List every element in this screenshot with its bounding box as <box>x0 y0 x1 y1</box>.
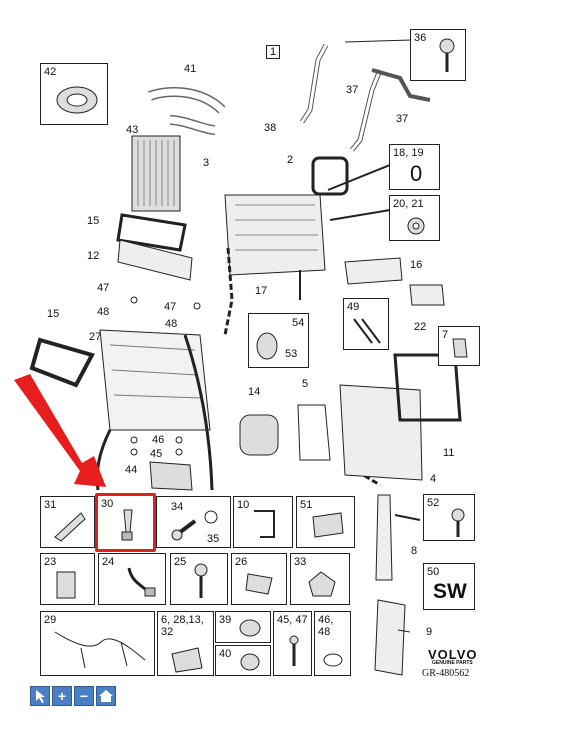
callout-44: 44 <box>125 464 138 476</box>
zoom-in-button[interactable]: + <box>52 686 72 706</box>
part-box-52[interactable]: 52 <box>423 494 475 541</box>
bolt-icon <box>451 508 465 537</box>
part-box-7[interactable]: 7 <box>438 326 480 366</box>
callout-43: 43 <box>126 124 139 136</box>
cursor-icon <box>36 690 45 703</box>
part-box-10[interactable]: 10 <box>233 496 293 548</box>
bracket-plate-icon <box>56 571 76 599</box>
clip-icon <box>452 338 468 358</box>
nut-icon <box>407 217 425 235</box>
screw-washer-icon <box>171 510 218 541</box>
pin-icon <box>289 635 299 666</box>
part-box-40[interactable]: 40 <box>215 645 271 676</box>
screw-icon <box>194 563 208 598</box>
callout-4: 4 <box>430 473 437 485</box>
part-box-25[interactable]: 25 <box>170 553 228 605</box>
grommet-icon <box>239 619 261 637</box>
part-box-33[interactable]: 33 <box>290 553 350 605</box>
callout-15a: 15 <box>87 215 100 227</box>
callout-38: 38 <box>264 122 277 134</box>
screw-icon <box>439 38 455 72</box>
part-box-36[interactable]: 36 <box>410 29 466 81</box>
part-box-54-53[interactable]: 54 53 <box>248 313 309 368</box>
clamp-icon <box>254 510 275 538</box>
highlight-arrow <box>14 374 106 487</box>
sensor-icon <box>121 509 133 541</box>
select-icon[interactable] <box>30 686 50 706</box>
callout-15b: 15 <box>47 308 60 320</box>
part-box-20-21[interactable]: 20, 21 <box>389 195 440 241</box>
home-button[interactable] <box>96 686 116 706</box>
callout-48b: 48 <box>165 318 178 330</box>
part-box-39[interactable]: 39 <box>215 611 271 643</box>
callout-45: 45 <box>150 448 163 460</box>
part-box-31[interactable]: 31 <box>40 496 95 548</box>
part-box-46-48[interactable]: 46, 48 <box>314 611 351 676</box>
part-box-30-highlighted[interactable]: 30 <box>95 493 156 552</box>
callout-8: 8 <box>411 545 418 557</box>
callout-37a: 37 <box>346 84 359 96</box>
callout-11: 11 <box>443 447 455 459</box>
callout-2: 2 <box>287 154 294 166</box>
part-box-24[interactable]: 24 <box>98 553 166 605</box>
callout-27: 27 <box>89 331 102 343</box>
home-icon <box>99 690 113 702</box>
callout-48a: 48 <box>97 306 110 318</box>
clip-icon <box>245 573 273 595</box>
callout-5: 5 <box>302 378 309 390</box>
holder-icon <box>308 571 336 597</box>
callout-47b: 47 <box>164 301 177 313</box>
connector-icon <box>127 567 156 597</box>
callout-16: 16 <box>410 259 423 271</box>
brand-tagline: GENUINE PARTS <box>432 660 473 666</box>
callout-1: 1 <box>266 45 281 59</box>
part-box-26[interactable]: 26 <box>231 553 287 605</box>
callout-47a: 47 <box>97 282 110 294</box>
rod-icon <box>353 318 381 344</box>
part-box-23[interactable]: 23 <box>40 553 95 605</box>
diagram-reference: GR-480562 <box>422 668 470 679</box>
callout-17: 17 <box>255 285 268 297</box>
callout-41: 41 <box>184 63 197 75</box>
callout-3: 3 <box>203 157 210 169</box>
callout-37b: 37 <box>396 113 409 125</box>
callout-12: 12 <box>87 250 100 262</box>
plug-icon <box>240 653 260 671</box>
part-box-45-47[interactable]: 45, 47 <box>273 611 312 676</box>
part-box-51[interactable]: 51 <box>296 496 355 548</box>
part-box-29[interactable]: 29 <box>40 611 155 676</box>
part-box-34-35[interactable]: 34 35 <box>156 496 231 548</box>
wiring-harness-icon <box>54 631 146 669</box>
module-icon <box>312 512 344 538</box>
plug-icon <box>256 332 278 360</box>
part-box-6-28-13-32[interactable]: 6, 28,13, 32 <box>157 611 214 676</box>
callout-14: 14 <box>248 386 261 398</box>
washer-icon <box>323 653 343 667</box>
callout-46: 46 <box>152 434 165 446</box>
zoom-out-button[interactable]: − <box>74 686 94 706</box>
actuator-icon <box>171 647 203 673</box>
bracket-icon <box>54 512 86 542</box>
callout-9: 9 <box>426 626 433 638</box>
seal-ring-icon <box>56 86 98 114</box>
part-box-42[interactable]: 42 <box>40 63 108 125</box>
part-box-49[interactable]: 49 <box>343 298 389 350</box>
part-box-18-19[interactable]: 18, 19 0 <box>389 144 440 190</box>
part-box-50[interactable]: 50 SW <box>423 563 475 610</box>
brand-logo: VOLVO <box>428 647 478 662</box>
callout-22: 22 <box>414 321 427 333</box>
